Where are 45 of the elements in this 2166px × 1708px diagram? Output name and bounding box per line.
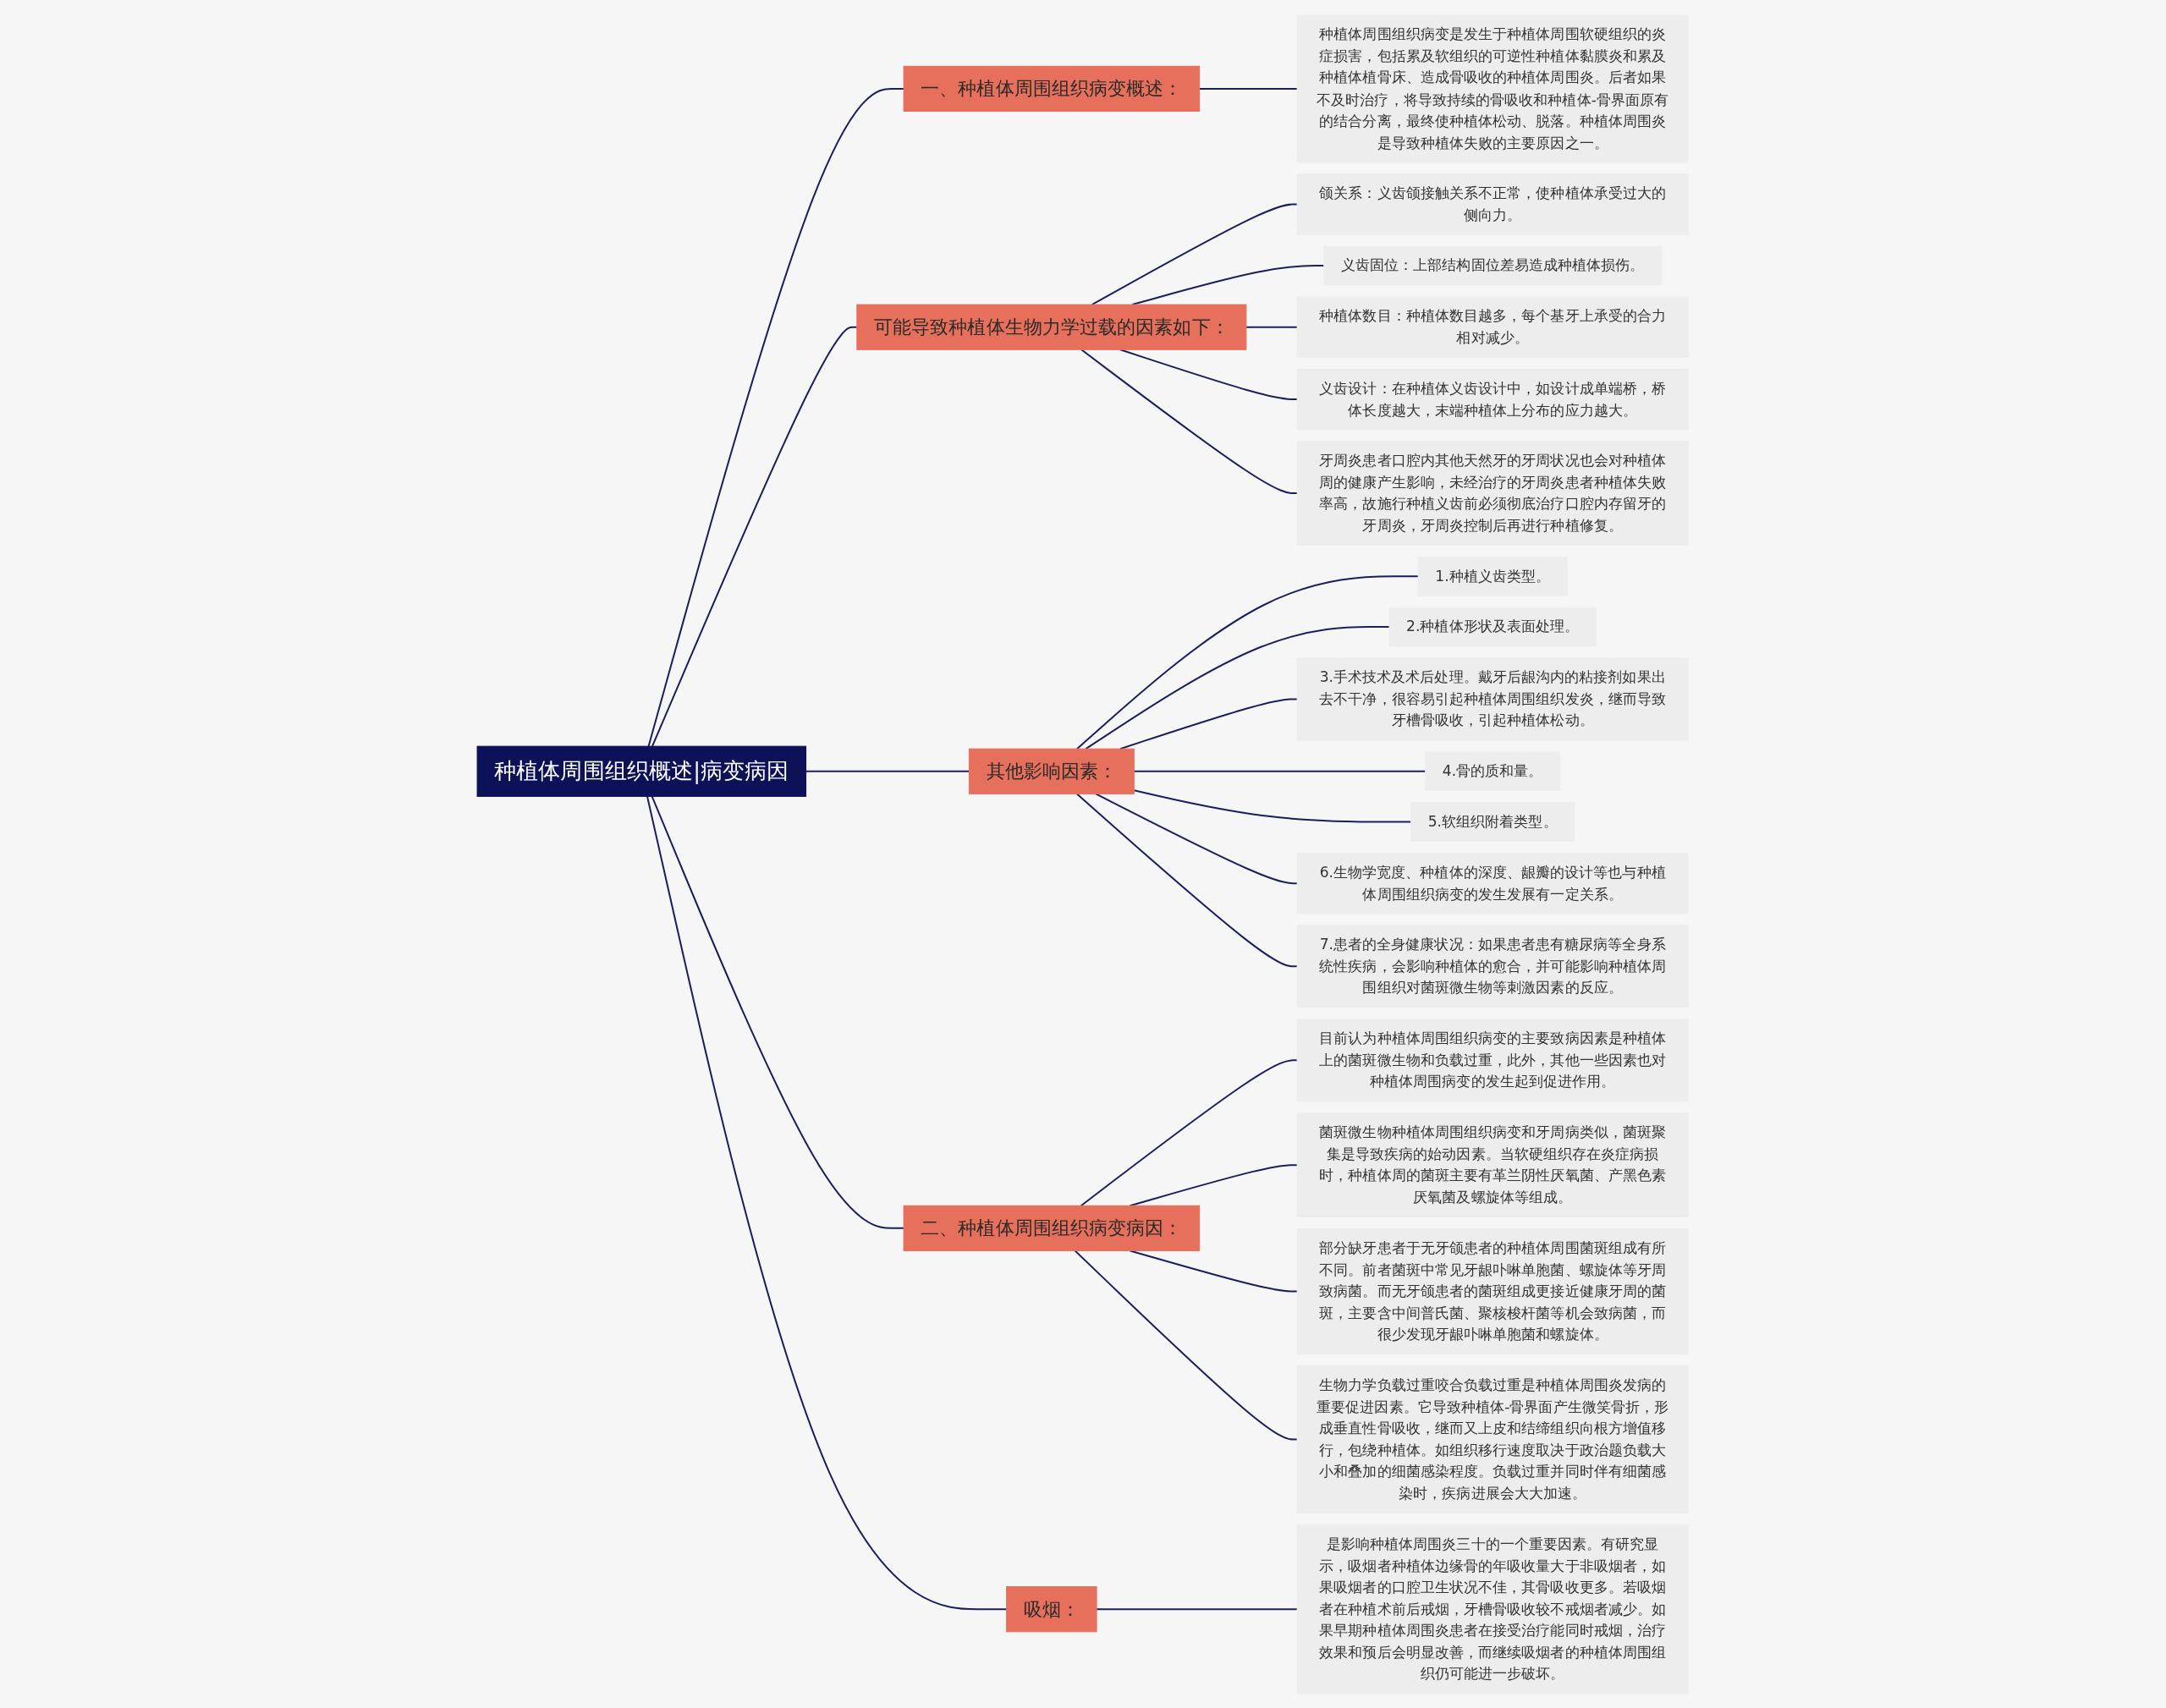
connector [1097,1607,1298,1610]
node-box: 可能导致种植体生物力学过载的因素如下： [856,304,1247,350]
connector [1075,1249,1298,1441]
node-box: 4.骨的质和量。 [1425,750,1561,791]
connector [1076,793,1298,967]
node-box: 种植体周围组织病变是发生于种植体周围软硬组织的炎症损害，包括累及软组织的可逆性种植体黏膜炎和累及种植体植骨床、造成骨吸收的种植体周围炎。后者如果不及时治疗，将导致持续的骨吸收和种植体-骨界面原有的结合分离，最终使种植体松动、脱落。种植体周围炎是导致种植体失败的主要原因之一。 [1297,14,1690,162]
connector [651,326,858,747]
node-box: 一、种植体周围组织病变概述： [903,65,1201,112]
connector [1086,625,1390,750]
node-box: 7.患者的全身健康状况：如果患者患有糖尿病等全身系统性疾病，会影响种植体的愈合，并可能影响种植体周围组织对菌斑微生物等刺激因素的反应。 [1297,924,1690,1008]
node-box: 菌斑微生物种植体周围组织病变和牙周病类似，菌斑聚集是导致疾病的始动因素。当软硬组织存在炎症病损时，种植体周的菌斑主要有革兰阴性厌氧菌、产黑色素厌氧菌及螺旋体等组成。 [1297,1112,1690,1217]
node-box: 生物力学负载过重咬合负载过重是种植体周围炎发病的重要促进因素。它导致种植体-骨界面产生微笑骨折，形成垂直性骨吸收，继而又上皮和结缔组织向根方增值移行，包绕种植体。如组织移行速度取决于政治题负载大小和叠加的细菌感染程度。负载过重并同时伴有细菌感染时，疾病进展会大大加速。 [1297,1365,1690,1513]
connector [647,87,904,746]
node-box: 6.生物学宽度、种植体的深度、龈瓣的设计等也与种植体周围组织病变的发生发展有一定关系。 [1297,852,1690,914]
node-box: 牙周炎患者口腔内其他天然牙的牙周状况也会对种植体周的健康产生影响，未经治疗的牙周炎患者种植体失败率高，故施行种植义齿前必须彻底治疗口腔内存留牙的牙周炎，牙周炎控制后再进行种植修复。 [1297,440,1690,546]
connector [805,770,970,772]
connector [1080,1058,1298,1206]
node-box: 1.种植义齿类型。 [1418,556,1569,596]
connector [1130,1249,1298,1293]
node-box: 吸烟： [1006,1585,1097,1632]
connector [1091,203,1298,305]
connector [1096,793,1298,884]
node-box: 部分缺牙患者于无牙颌患者的种植体周围菌斑组成有所不同。前者菌斑中常见牙龈卟啉单胞菌、螺旋体等牙周致病菌。而无牙颌患者的菌斑组成更接近健康牙周的菌斑，主要含中间普氏菌、聚核梭杆菌等机会致病菌，而很少发现牙龈卟啉单胞菌和螺旋体。 [1297,1227,1690,1354]
connector [1080,349,1298,494]
connector [1134,788,1411,823]
node-box: 3.手术技术及术后处理。戴牙后龈沟内的粘接剂如果出去不干净，很容易引起种植体周围组织发炎，继而导致牙槽骨吸收，引起种植体松动。 [1297,656,1690,740]
node-box: 2.种植体形状及表面处理。 [1388,607,1597,646]
connector [651,795,904,1229]
connector [1246,326,1298,328]
node-box: 二、种植体周围组织病变病因： [903,1205,1201,1251]
node-box: 颌关系：义齿颌接触关系不正常，使种植体承受过大的侧向力。 [1297,173,1690,235]
connector [1120,697,1298,750]
node-box: 是影响种植体周围炎三十的一个重要因素。有研究显示，吸烟者种植体边缘骨的年吸收量大于非吸烟者，如果吸烟者的口腔卫生状况不佳，其骨吸收更多。若吸烟者在种植术前后戒烟，牙槽骨吸收较不戒烟者减少。如果早期种植体周围炎患者在接受治疗能同时戒烟，治疗效果和预后会明显改善，而继续吸烟者的种植体周围组织仍可能进一步破坏。 [1297,1524,1690,1694]
connector [1200,87,1298,90]
connector [1076,574,1419,750]
node-box: 目前认为种植体周围组织病变的主要致病因素是种植体上的菌斑微生物和负载过重，此外，其他一些因素也对种植体周围病变的发生起到促进作用。 [1297,1018,1690,1101]
node-box: 种植体周围组织概述|病变病因 [476,745,807,797]
node-box: 义齿固位：上部结构固位差易造成种植体损伤。 [1323,245,1663,285]
node-box: 其他影响因素： [969,748,1135,794]
connector [1134,770,1427,772]
node-box: 5.软组织附着类型。 [1410,801,1575,842]
node-box: 义齿设计：在种植体义齿设计中，如设计成单端桥，桥体长度越大，末端种植体上分布的应力越大。 [1297,368,1690,430]
connector [1120,348,1298,400]
connector [646,795,1007,1610]
node-box: 种植体数目：种植体数目越多，每个基牙上承受的合力相对减少。 [1297,296,1690,358]
